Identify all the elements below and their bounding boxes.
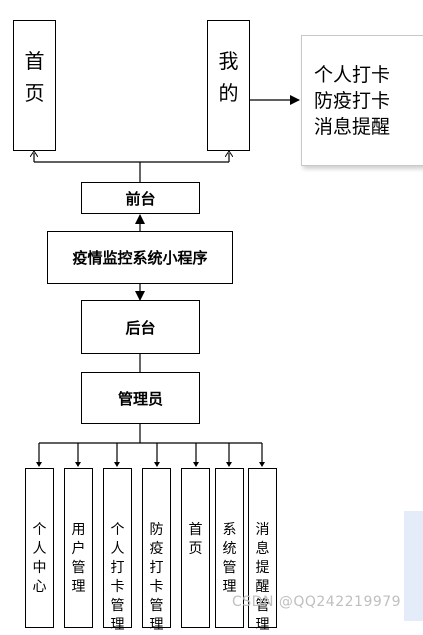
module-label: 防疫打卡管理 — [149, 522, 164, 633]
module-label: 系统管理 — [222, 522, 237, 595]
node-front-label: 前台 — [125, 189, 156, 208]
module-epidemic-checkin-management: 防疫打卡管理 — [142, 468, 171, 633]
side-panel-strip — [404, 511, 423, 621]
callout-line-2: 防疫打卡 — [314, 90, 391, 112]
mine-features-callout: 个人打卡 防疫打卡 消息提醒 — [301, 35, 423, 166]
watermark: CSDN @QQ242219979 — [232, 594, 402, 610]
connector-lines — [0, 95, 300, 467]
node-back: 后台 — [81, 300, 200, 354]
node-home: 首页 — [13, 20, 56, 151]
node-admin: 管理员 — [81, 372, 200, 424]
module-label: 首页 — [188, 522, 203, 557]
callout-line-3: 消息提醒 — [314, 116, 391, 138]
node-mine: 我的 — [207, 20, 250, 151]
node-back-label: 后台 — [125, 318, 156, 337]
module-home: 首页 — [181, 468, 210, 628]
module-user-management: 用户管理 — [64, 468, 93, 628]
node-home-label: 首页 — [24, 49, 45, 105]
callout-line-1: 个人打卡 — [314, 64, 391, 86]
node-front: 前台 — [81, 182, 200, 214]
node-admin-label: 管理员 — [117, 389, 163, 408]
module-label: 用户管理 — [71, 522, 86, 595]
node-app: 疫情监控系统小程序 — [47, 231, 233, 284]
module-label: 消息提醒管理 — [255, 522, 270, 633]
module-label: 个人打卡管理 — [110, 522, 125, 633]
module-label: 个人中心 — [32, 522, 47, 595]
module-personal-center: 个人中心 — [25, 468, 54, 628]
node-mine-label: 我的 — [218, 49, 239, 105]
module-personal-checkin-management: 个人打卡管理 — [103, 468, 132, 633]
module-system-management: 系统管理 — [215, 468, 244, 628]
node-app-label: 疫情监控系统小程序 — [72, 249, 208, 267]
